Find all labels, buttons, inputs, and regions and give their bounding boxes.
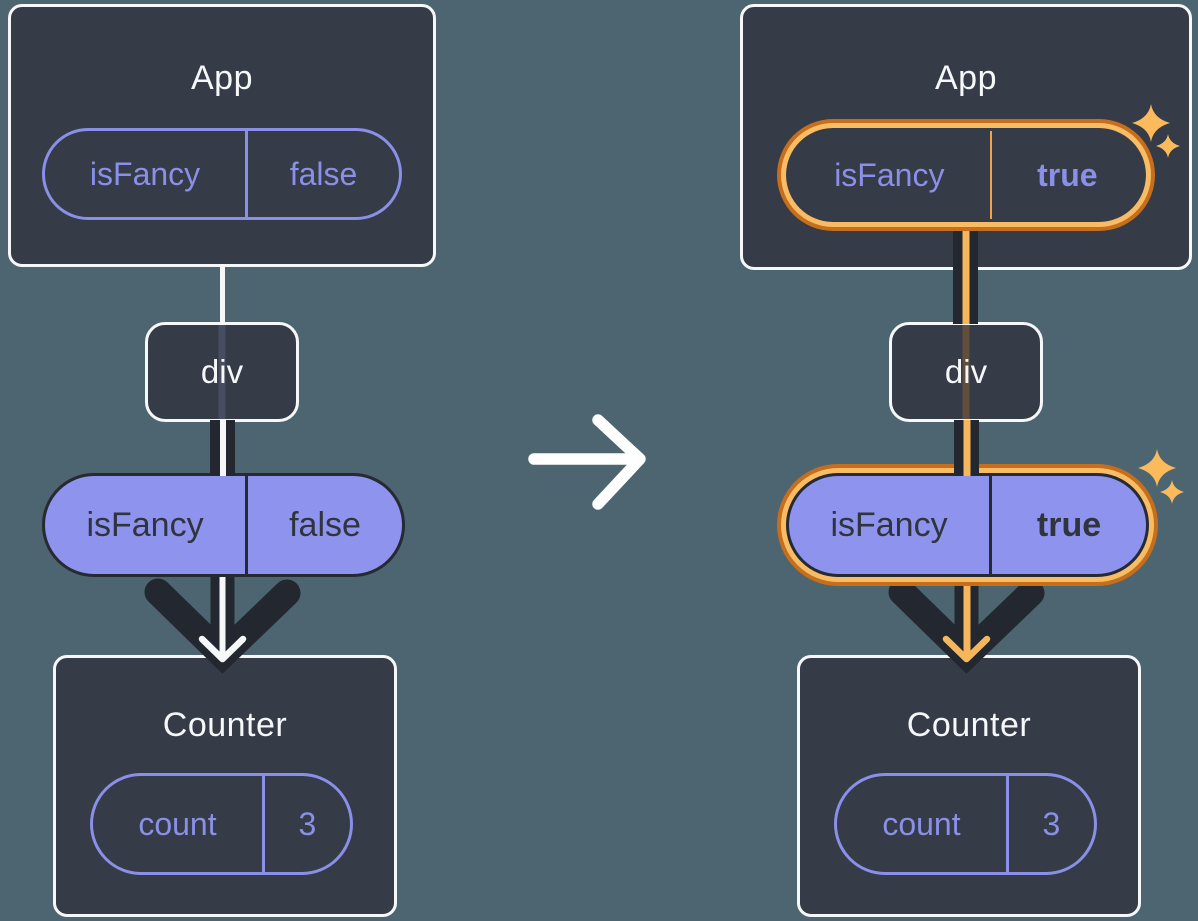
counter-title: Counter <box>906 706 1032 744</box>
state-pill-counter-before: count 3 <box>90 773 353 875</box>
div-card-before: div <box>145 322 299 422</box>
prop-name: isFancy <box>45 476 249 574</box>
edge-div-to-pill-before <box>210 420 235 476</box>
counter-title: Counter <box>162 706 288 744</box>
prop-value: false <box>289 505 361 544</box>
state-value: 3 <box>1042 805 1061 842</box>
arrow-down-icon <box>888 575 1045 674</box>
state-pill-counter-after: count 3 <box>834 773 1097 875</box>
edge-core-line <box>219 420 226 476</box>
edge-app-to-div-after <box>953 231 978 324</box>
prop-pill-app-after-highlighted: isFancy true <box>786 128 1146 222</box>
prop-value: false <box>289 155 358 192</box>
pass-through-line <box>218 325 226 419</box>
prop-value: true <box>1036 505 1102 544</box>
state-name: count <box>93 776 265 872</box>
sparkle-icon <box>1138 449 1176 487</box>
prop-name: isFancy <box>789 476 993 574</box>
arrow-right-icon <box>528 414 646 510</box>
state-name: count <box>837 776 1009 872</box>
sparkle-icon <box>1132 104 1170 142</box>
state-value: 3 <box>298 805 317 842</box>
edge-core-line <box>962 231 969 324</box>
edge-app-to-div-before <box>220 266 225 324</box>
prop-pill-passed-after-highlighted: isFancy true <box>786 473 1149 577</box>
edge-div-to-pill-after <box>954 420 979 476</box>
edge-core-line <box>963 420 970 476</box>
sparkle-icon <box>1160 480 1184 504</box>
prop-pill-passed-before: isFancy false <box>42 473 405 577</box>
prop-pill-app-before: isFancy false <box>42 128 402 220</box>
arrow-down-icon <box>144 575 301 674</box>
div-card-after: div <box>889 322 1043 422</box>
div-label: div <box>200 353 244 390</box>
prop-name: isFancy <box>789 131 992 219</box>
prop-name: isFancy <box>45 131 249 217</box>
app-title: App <box>191 59 253 97</box>
div-label: div <box>944 353 988 390</box>
app-title: App <box>935 59 997 97</box>
prop-value: true <box>1037 156 1098 193</box>
sparkle-icon <box>1156 134 1180 158</box>
pass-through-line <box>962 325 970 419</box>
